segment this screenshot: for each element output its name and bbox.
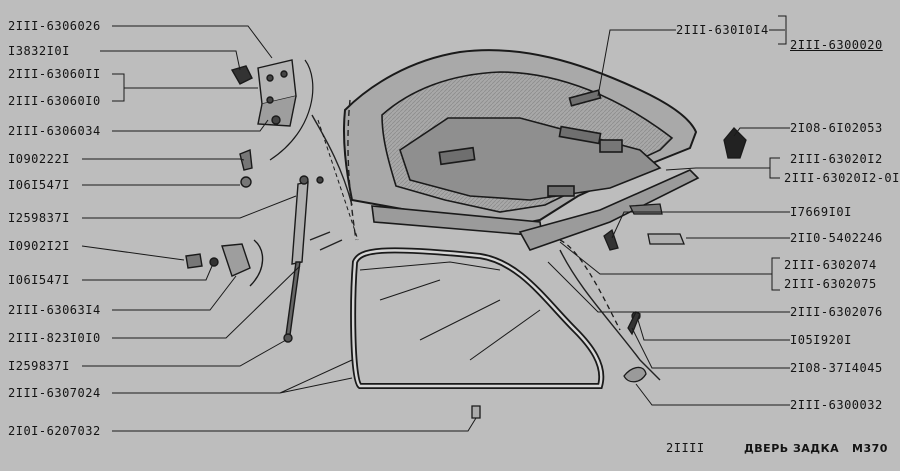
strut-bracket <box>185 239 264 287</box>
tailgate-inner-frame <box>381 71 674 213</box>
part-label: I3832I0I <box>8 44 70 58</box>
part-label: I7669I0I <box>790 205 852 219</box>
part-label: 2III-63063I4 <box>8 303 101 317</box>
part-label: 2I08-6I02053 <box>790 121 883 135</box>
part-label: 2I0I-6207032 <box>8 424 101 438</box>
part-label: 2III-823I0I0 <box>8 331 101 345</box>
tailgate-lower-bar <box>371 169 700 251</box>
window-glass <box>350 247 605 389</box>
part-label: I259837I <box>8 211 70 225</box>
part-label: I06I547I <box>8 178 70 192</box>
assembly-label: 2III-6300020 <box>790 38 883 52</box>
part-label: 2I08-37I4045 <box>790 361 883 375</box>
part-label: 2III-6302076 <box>790 305 883 319</box>
part-label: 2III-6306034 <box>8 124 101 138</box>
diagram-title: ДВЕРЬ ЗАДКА <box>744 442 840 455</box>
part-label: 2III-6300032 <box>790 398 883 412</box>
part-label: I090222I <box>8 152 70 166</box>
part-label: 2III-63060I0 <box>8 94 101 108</box>
part-label: 2III-63020I2 <box>790 152 883 166</box>
part-label: I259837I <box>8 359 70 373</box>
part-label: 2III-6302074 <box>784 258 877 272</box>
part-label: I06I547I <box>8 273 70 287</box>
part-label: 2III-6306026 <box>8 19 101 33</box>
part-label: 2III-6307024 <box>8 386 101 400</box>
hinge-assembly <box>230 59 297 188</box>
gas-strut <box>283 175 324 343</box>
part-label: 2II0-5402246 <box>790 231 883 245</box>
part-label: I0902I2I <box>8 239 70 253</box>
sheet-code: M370 <box>852 442 888 455</box>
part-label: 2III-63020I2-0I <box>784 171 900 185</box>
part-label: 2III-63060II <box>8 67 101 81</box>
part-label: I05I920I <box>790 333 852 347</box>
hinge-arc <box>269 59 314 161</box>
part-label: 2III-6302075 <box>784 277 877 291</box>
body-opening-outline <box>309 99 661 381</box>
model-code: 2IIII <box>666 441 705 455</box>
part-label: 2III-630I0I4 <box>676 23 769 37</box>
